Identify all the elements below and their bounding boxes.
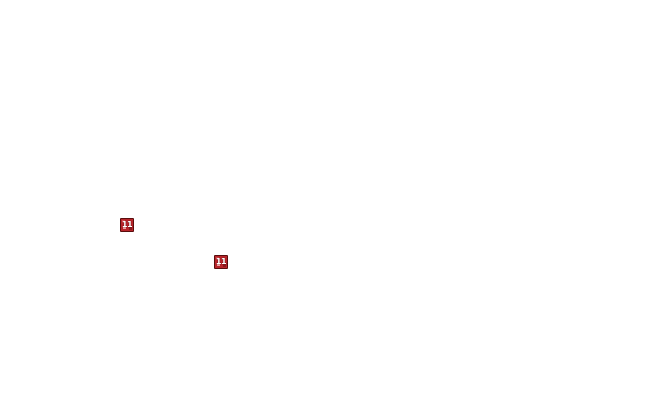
numbered-marker-icon[interactable]: 11 [214, 255, 228, 269]
marker-background [215, 256, 227, 268]
marker-label: 11 [215, 257, 227, 266]
marker-label: 11 [121, 220, 133, 229]
numbered-marker-icon[interactable]: 11 [120, 218, 134, 232]
marker-background [121, 219, 133, 231]
